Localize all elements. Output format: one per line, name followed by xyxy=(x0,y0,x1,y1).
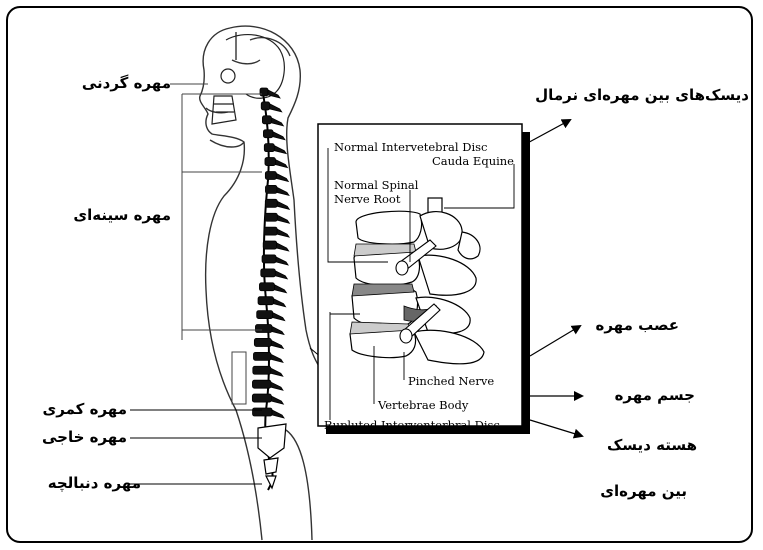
vertebra-process xyxy=(272,327,284,335)
vertebra-process xyxy=(277,215,289,223)
label-sacral: مهره خاجی xyxy=(42,428,127,446)
label-normal-disc: Normal Intervetebral Disc xyxy=(334,140,487,154)
vertebra xyxy=(259,283,274,291)
vertebra-process xyxy=(274,299,286,307)
vertebrae xyxy=(252,88,289,418)
vertebra xyxy=(261,269,276,277)
vertebra xyxy=(262,255,276,263)
vertebra xyxy=(263,130,273,138)
vertebra-process xyxy=(277,243,289,251)
vertebra-process xyxy=(275,271,287,279)
vertebra-process xyxy=(271,396,283,404)
vertebra-process xyxy=(277,201,289,209)
label-thoracic: مهره سینه‌ای xyxy=(73,206,171,224)
vertebra xyxy=(265,158,276,166)
vertebra xyxy=(257,311,273,319)
inset-arrows xyxy=(522,120,582,436)
vertebra xyxy=(262,116,271,124)
vertebra xyxy=(264,227,277,235)
vertebra-process xyxy=(273,132,285,140)
vertebra-process xyxy=(277,187,289,195)
vertebra xyxy=(252,380,271,388)
vertebra xyxy=(263,241,277,249)
vertebra-process xyxy=(275,160,287,168)
vertebra xyxy=(254,338,271,346)
label-ruptured-disc: Rupluted Intervonterbral Disc xyxy=(324,418,500,432)
vertebra xyxy=(253,366,271,374)
label-vertebra-body: جسم مهره xyxy=(615,386,695,404)
vertebra-process xyxy=(271,340,283,348)
vertebra-process xyxy=(277,229,289,237)
skull xyxy=(212,35,284,124)
vertebra-process xyxy=(271,368,283,376)
vertebra-process xyxy=(270,104,282,112)
vertebra xyxy=(261,102,270,110)
vertebra-process xyxy=(276,257,288,265)
vertebra xyxy=(265,185,277,193)
label-spinal-root-2: Nerve Root xyxy=(334,192,400,206)
region-brackets xyxy=(170,84,262,404)
label-pinched-nerve: Pinched Nerve xyxy=(408,374,494,388)
vertebra-process xyxy=(271,354,283,362)
vertebra xyxy=(253,408,272,416)
vertebra xyxy=(258,297,274,305)
label-spinal-root-1: Normal Spinal xyxy=(334,178,418,192)
vertebra xyxy=(253,352,271,360)
vertebra-process xyxy=(276,173,288,181)
vertebra-process xyxy=(274,146,286,154)
vertebra-process xyxy=(274,285,286,293)
vertebra-process xyxy=(271,382,283,390)
label-lumbar: مهره کمری xyxy=(43,400,127,418)
vertebra-process xyxy=(272,410,284,418)
label-nerve: عصب مهره xyxy=(595,316,679,334)
label-cervical: مهره گردنی xyxy=(82,74,171,92)
vertebra xyxy=(255,325,271,333)
label-cauda-equine: Cauda Equine xyxy=(432,154,514,168)
vertebra xyxy=(265,171,276,179)
label-leaders xyxy=(130,348,322,484)
vertebra-process xyxy=(273,313,285,321)
vertebra-process xyxy=(271,118,283,126)
label-vertebrae-body: Vertebrae Body xyxy=(378,398,468,412)
sacrum-coccyx xyxy=(258,424,286,488)
vertebra xyxy=(265,199,277,207)
label-normal-discs: دیسک‌های بین مهره‌ای نرمال xyxy=(535,86,749,104)
vertebra xyxy=(252,394,271,402)
vertebra xyxy=(260,88,268,96)
label-coccyx: مهره دنبالچه xyxy=(48,474,141,492)
label-nucleus-line1: هسته دیسک xyxy=(607,436,697,454)
label-nucleus-line2: بین مهره‌ای xyxy=(600,482,687,500)
vertebra xyxy=(264,144,274,152)
vertebra xyxy=(265,213,278,221)
